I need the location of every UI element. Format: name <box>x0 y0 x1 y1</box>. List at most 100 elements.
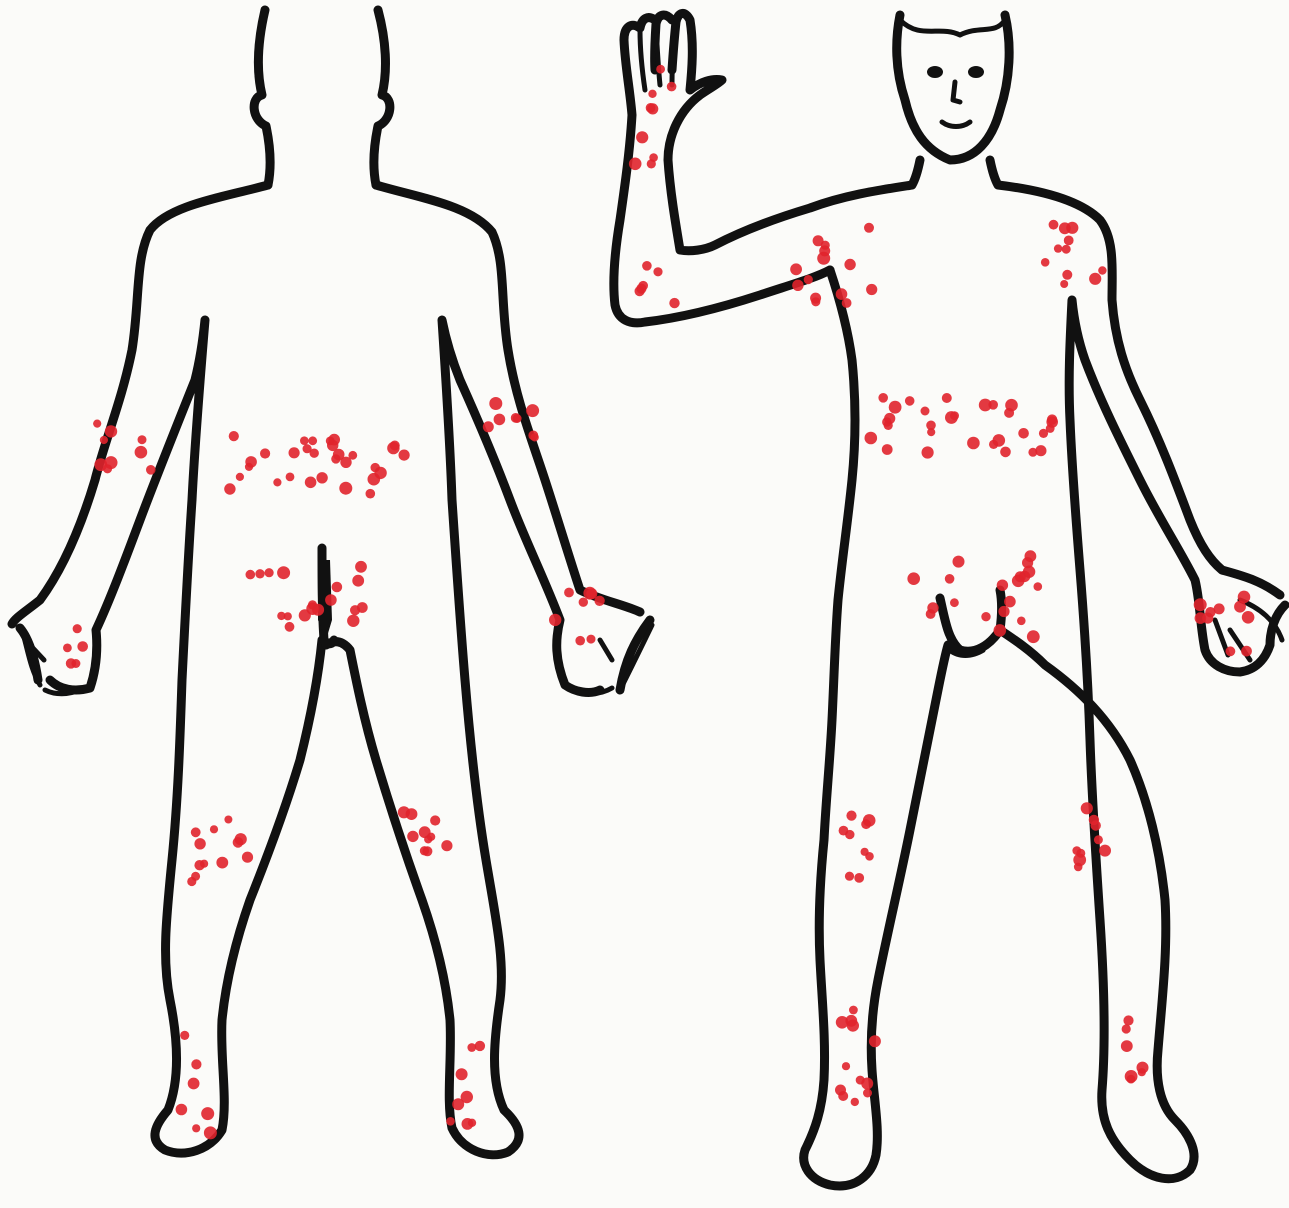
spot <box>446 1117 455 1126</box>
spot <box>884 421 893 430</box>
spot <box>312 604 324 616</box>
spot <box>352 575 364 587</box>
spot <box>441 840 452 851</box>
spot <box>945 574 955 584</box>
spot <box>260 448 270 458</box>
spot-cluster-back-lower-back <box>224 431 410 499</box>
spot <box>579 598 588 607</box>
spot <box>242 852 253 863</box>
spot <box>255 569 264 578</box>
front-nose <box>953 82 960 102</box>
spot <box>1017 617 1026 626</box>
spot <box>865 432 878 445</box>
spot <box>347 615 359 627</box>
spot <box>1094 835 1103 844</box>
spot <box>564 588 574 598</box>
spot <box>1089 815 1099 825</box>
spot <box>387 442 399 454</box>
spot <box>528 431 538 441</box>
spot <box>194 838 205 849</box>
spot <box>653 267 662 276</box>
spot <box>300 436 309 445</box>
spot <box>1226 646 1236 656</box>
spot <box>864 223 874 233</box>
spot <box>135 446 148 459</box>
spot <box>549 614 561 626</box>
spot <box>647 159 656 168</box>
spot-cluster-back-right-forearm <box>483 397 539 442</box>
spot <box>1072 846 1081 855</box>
lesion-spots <box>63 65 1254 1140</box>
spot <box>489 397 502 410</box>
spot-cluster-front-right-ankle <box>1121 1015 1149 1083</box>
spot <box>583 587 596 600</box>
spot-cluster-front-right-shoulder <box>1041 220 1107 288</box>
spot <box>475 1041 485 1051</box>
spot <box>667 82 677 92</box>
spot <box>587 635 596 644</box>
spot <box>289 447 300 458</box>
spot <box>921 407 930 416</box>
spot-cluster-front-waist <box>865 393 1058 459</box>
spot <box>191 827 201 837</box>
spot <box>273 478 281 486</box>
front-left-eye <box>927 66 943 78</box>
spot-cluster-front-raised-elbow <box>635 261 680 308</box>
spot <box>93 420 101 428</box>
spot <box>1004 408 1014 418</box>
spot <box>845 872 854 881</box>
spot <box>790 263 802 275</box>
spot <box>511 413 521 423</box>
spot <box>842 298 852 308</box>
spot <box>192 1124 200 1132</box>
back-view-figure <box>12 10 652 1155</box>
spot <box>1194 598 1207 611</box>
spot <box>224 816 232 824</box>
spot <box>1041 258 1050 267</box>
spot <box>836 1016 849 1029</box>
spot <box>863 1089 872 1098</box>
spot <box>1123 1015 1133 1025</box>
spot <box>325 594 337 606</box>
spot <box>854 873 864 883</box>
spot <box>526 404 539 417</box>
spot <box>861 848 869 856</box>
spot <box>187 877 196 886</box>
spot <box>1059 222 1071 234</box>
spot <box>1062 245 1071 254</box>
spot <box>1047 414 1057 424</box>
spot <box>863 814 876 827</box>
spot <box>821 241 830 250</box>
spot <box>594 596 604 606</box>
spot <box>310 449 319 458</box>
front-mouth <box>942 122 970 127</box>
spot <box>245 456 257 468</box>
spot <box>905 396 915 406</box>
spot <box>339 482 352 495</box>
spot <box>889 401 902 414</box>
spot <box>1238 591 1251 604</box>
spot <box>494 414 506 426</box>
spot <box>284 612 292 620</box>
back-right-side-outline <box>326 185 650 1155</box>
spot <box>839 826 849 836</box>
spot <box>842 1062 850 1070</box>
spot <box>1125 1070 1138 1083</box>
spot <box>138 435 147 444</box>
spot <box>1035 445 1046 456</box>
spot <box>216 857 228 869</box>
spot <box>1022 557 1033 568</box>
spot <box>636 131 648 143</box>
spot <box>286 473 295 482</box>
spot <box>456 1068 468 1080</box>
spot <box>265 568 274 577</box>
spot <box>1000 447 1011 458</box>
spot <box>100 436 108 444</box>
front-hair-outline <box>900 20 1005 35</box>
spot <box>350 605 360 615</box>
spot <box>1046 424 1055 433</box>
spot <box>1241 646 1252 657</box>
spot <box>1015 571 1026 582</box>
spot <box>73 624 82 633</box>
spot <box>1099 845 1111 857</box>
